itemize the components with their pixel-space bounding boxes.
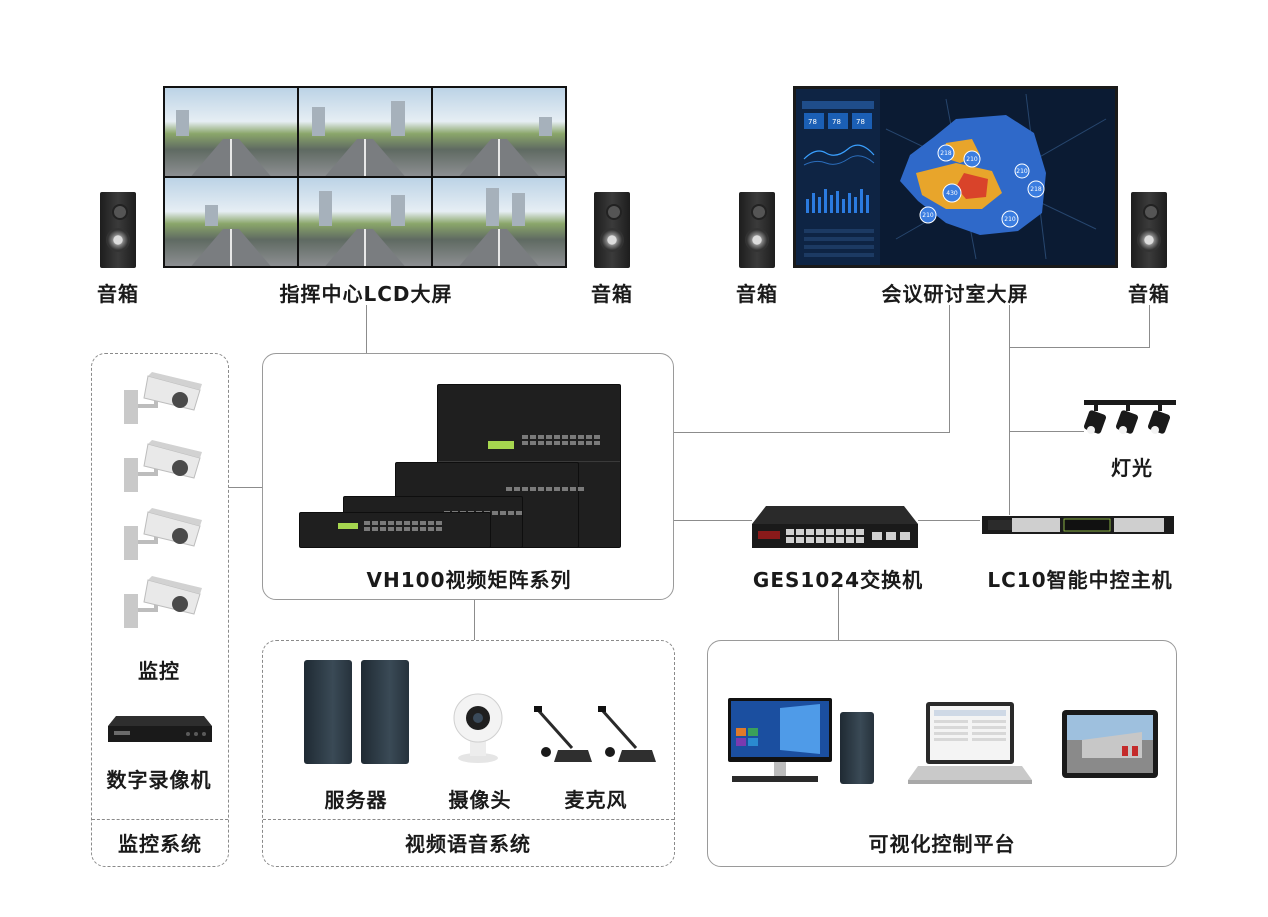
server-tower-icon (304, 660, 352, 764)
speaker-2-icon (594, 192, 630, 268)
line-matrix-to-switch (674, 520, 752, 521)
label-controller: LC10智能中控主机 (987, 568, 1173, 592)
conference-room-screen: 78 78 78 218 210 430 210 (793, 86, 1118, 268)
line-bus-to-speaker4 (1009, 347, 1149, 348)
speaker-4-icon (1131, 192, 1167, 268)
surveillance-system-panel (91, 353, 229, 867)
label-camera: 摄像头 (448, 788, 512, 812)
counter-3: 78 (856, 118, 865, 126)
label-command-screen: 指挥中心LCD大屏 (279, 282, 453, 306)
wall-tile (299, 88, 431, 176)
speaker-1-icon (100, 192, 136, 268)
label-switch: GES1024交换机 (752, 568, 924, 592)
label-lights: 灯光 (1111, 456, 1153, 480)
wall-tile (433, 88, 565, 176)
line-speaker4-down (1149, 305, 1150, 348)
label-speaker-2: 音箱 (591, 282, 633, 306)
counter-2: 78 (832, 118, 841, 126)
cctv-camera-icon (124, 508, 202, 560)
wall-tile (165, 88, 297, 176)
network-switch-device (752, 506, 918, 548)
label-nvr: 数字录像机 (106, 768, 212, 792)
cctv-camera-icon (124, 440, 202, 492)
cctv-camera-icon (124, 372, 202, 424)
marker-7: 210 (1016, 168, 1028, 175)
wall-tile (433, 178, 565, 266)
command-center-video-wall (163, 86, 567, 268)
wall-tile (299, 178, 431, 266)
tablet-icon (1062, 710, 1158, 778)
marker-6: 218 (1030, 186, 1042, 193)
video-audio-system-panel (262, 640, 675, 867)
line-controller-bus (1009, 305, 1010, 515)
track-lights-icon (1083, 400, 1176, 434)
line-matrix-to-conference (674, 432, 949, 433)
video-matrix-panel: VH100视频矩阵系列 (262, 353, 674, 600)
line-conference-down (949, 305, 950, 433)
label-surveillance: 监控 (138, 659, 180, 683)
marker-2: 210 (966, 156, 978, 163)
visual-control-platform-panel (707, 640, 1177, 867)
label-visual-platform: 可视化控制平台 (868, 832, 1016, 856)
line-switch-to-platform (838, 584, 839, 640)
marker-4: 210 (922, 212, 934, 219)
label-video-audio-system: 视频语音系统 (405, 832, 531, 856)
ptz-camera-icon (453, 693, 503, 763)
marker-1: 218 (940, 150, 952, 157)
label-microphone: 麦克风 (564, 788, 628, 812)
matrix-unit-front (299, 512, 491, 548)
counter-1: 78 (808, 118, 817, 126)
label-surveillance-system: 监控系统 (118, 832, 202, 856)
nvr-recorder-icon (108, 716, 212, 742)
marker-5: 210 (1004, 216, 1016, 223)
av-divider (263, 819, 674, 820)
label-conference-screen: 会议研讨室大屏 (881, 282, 1029, 306)
label-speaker-4: 音箱 (1128, 282, 1170, 306)
marker-3: 430 (946, 190, 958, 197)
label-matrix: VH100视频矩阵系列 (366, 568, 572, 592)
label-speaker-3: 音箱 (736, 282, 778, 306)
line-matrix-to-av (474, 600, 475, 640)
surveillance-divider (92, 819, 228, 820)
desktop-tower-icon (840, 712, 874, 784)
dashboard-graphic: 78 78 78 218 210 430 210 (796, 89, 1115, 265)
gooseneck-microphone-icon (598, 706, 656, 762)
server-tower-icon (361, 660, 409, 764)
line-surveillance-to-matrix (229, 487, 262, 488)
wall-tile (165, 178, 297, 266)
cctv-camera-icon (124, 576, 202, 628)
line-wall-to-matrix (366, 305, 367, 353)
line-bus-to-lights (1009, 431, 1084, 432)
label-server: 服务器 (324, 788, 388, 812)
laptop-icon (908, 702, 1032, 784)
desktop-monitor-icon (728, 698, 832, 782)
label-speaker-1: 音箱 (97, 282, 139, 306)
speaker-3-icon (739, 192, 775, 268)
line-switch-to-controller (918, 520, 980, 521)
gooseneck-microphone-icon (534, 706, 592, 762)
central-controller-device (982, 516, 1174, 534)
